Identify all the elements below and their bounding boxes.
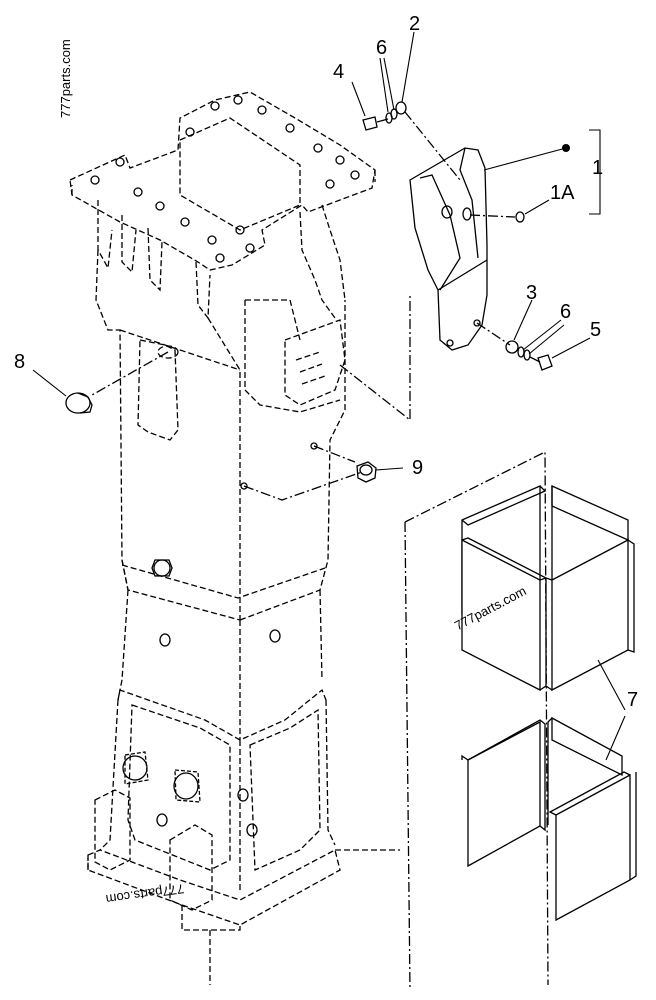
callout-6-bottom: 6 [560, 301, 572, 323]
bottom-fasteners [505, 340, 553, 371]
callout-3: 3 [526, 282, 538, 304]
pin-item-9 [356, 461, 377, 483]
callout-5: 5 [590, 319, 602, 341]
watermark-top-left: 777parts.com [58, 39, 73, 118]
leader-lines [32, 31, 626, 761]
wear-pad-lower [461, 716, 637, 922]
bracket-plate [409, 147, 525, 351]
callout-1: 1 [592, 157, 604, 179]
callout-7: 7 [627, 689, 639, 711]
callout-8: 8 [14, 351, 26, 373]
housing-details [122, 442, 318, 837]
callout-1a: 1A [550, 182, 575, 204]
callout-2: 2 [409, 13, 421, 35]
wear-pad-upper [461, 484, 635, 692]
callout-4: 4 [333, 61, 345, 83]
bracket-housing [69, 91, 400, 985]
wear-pad-frame [404, 450, 549, 991]
plug-item-8 [65, 392, 93, 414]
top-fasteners [362, 101, 407, 131]
callout-9: 9 [412, 457, 424, 479]
callout-6-top: 6 [376, 37, 388, 59]
